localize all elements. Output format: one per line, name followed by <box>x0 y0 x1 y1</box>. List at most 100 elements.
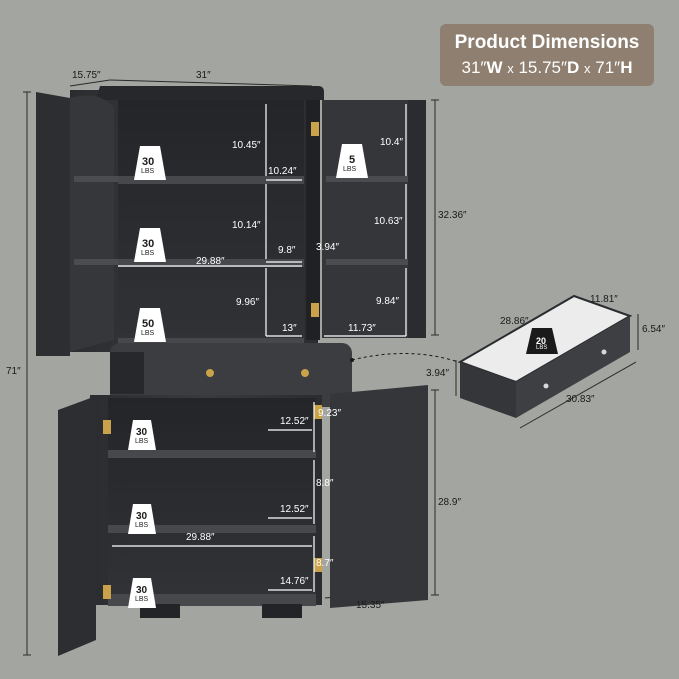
shelf-depth-label: 10.24″ <box>268 166 297 177</box>
door-shelf-height-label: 10.63″ <box>374 216 403 227</box>
upper-right-door-edge <box>408 100 426 338</box>
drawer-knob-icon <box>601 349 607 355</box>
drawer-depth-label: 11.81″ <box>590 294 618 305</box>
hinge-icon <box>311 122 319 136</box>
lower-shelf-depth-label: 14.76″ <box>280 576 309 587</box>
badge-depth-letter: D <box>567 58 580 77</box>
weight-value: 5 <box>349 154 356 166</box>
foot <box>262 604 302 618</box>
badge-heading: Product Dimensions <box>454 32 640 53</box>
overall-depth-label: 15.75″ <box>72 70 101 81</box>
drawer-detail-side <box>460 362 516 418</box>
lower-depth-label: 15.35″ <box>356 600 385 611</box>
weight-icon <box>134 146 166 180</box>
weight-icon <box>336 144 368 178</box>
drawer-side <box>110 352 144 394</box>
drawer-knob-icon <box>543 383 549 389</box>
lower-shelf-width-label: 29.88″ <box>186 532 215 543</box>
lower-door-height-label: 28.9″ <box>438 497 462 508</box>
badge-width-letter: W <box>486 58 503 77</box>
weight-value: 30 <box>136 585 148 596</box>
drawer-height-label: 6.54″ <box>642 324 666 335</box>
drawer-knob-icon <box>301 369 309 377</box>
upper-right-side <box>306 100 320 340</box>
drawer-knob-icon <box>206 369 214 377</box>
top-cap <box>96 86 324 100</box>
drawer-front-height-label: 3.94″ <box>426 368 450 379</box>
drawer-outer-width-label: 30.83″ <box>566 394 595 405</box>
lower-shelf-height-label: 9.23″ <box>318 408 342 419</box>
drawer-weight-unit: LBS <box>536 345 548 351</box>
door-shelf-height-label: 9.84″ <box>376 296 400 307</box>
lower-right-door <box>330 385 428 608</box>
drawer-leader-line <box>351 352 459 363</box>
right-door-shelf-2 <box>326 259 408 265</box>
weight-value: 30 <box>142 156 155 168</box>
upper-door-height-label: 32.36″ <box>438 210 467 221</box>
weight-unit: LBS <box>135 522 149 529</box>
weight-icon <box>134 228 166 262</box>
weight-unit: LBS <box>141 330 155 337</box>
weight-value: 30 <box>136 427 148 438</box>
weight-icon <box>128 578 156 608</box>
badge-dimensions: 31″W x 15.75″D x 71″H <box>440 58 654 78</box>
upper-left-door-inner <box>70 95 114 353</box>
badge-separator-2: x <box>584 61 591 76</box>
lower-shelf-height-label: 8.8″ <box>316 478 334 489</box>
weight-badges <box>128 144 368 608</box>
shelf-width-label: 29.88″ <box>196 256 225 267</box>
weight-unit: LBS <box>135 596 149 603</box>
badge-height-value: 71″ <box>595 58 621 77</box>
overall-height-label: 71″ <box>6 366 21 377</box>
shelf-height-label: 10.45″ <box>232 140 261 151</box>
upper-left-door <box>36 92 70 356</box>
left-door-shelf-2 <box>74 259 118 265</box>
weight-icon <box>128 420 156 450</box>
weight-unit: LBS <box>343 166 357 173</box>
weight-value: 50 <box>142 318 155 330</box>
weight-icon <box>128 504 156 534</box>
shelf-depth-label: 9.8″ <box>278 245 296 256</box>
weight-unit: LBS <box>141 168 155 175</box>
door-shelf-depth-label: 11.73″ <box>348 323 376 334</box>
hinge-icon <box>103 420 111 434</box>
door-shelf-height-label: 10.4″ <box>380 137 404 148</box>
left-door-shelf-1 <box>74 176 118 182</box>
weight-unit: LBS <box>135 438 149 445</box>
hinge-icon <box>314 558 322 572</box>
shelf-depth-label: 13″ <box>282 323 297 334</box>
overall-dimension-lines <box>23 79 439 656</box>
lower-base <box>108 594 316 606</box>
hinge-icon <box>311 303 319 317</box>
hinge-icon <box>103 585 111 599</box>
shelf-height-label: 10.14″ <box>232 220 261 231</box>
upper-shelf-1 <box>118 176 304 184</box>
weight-unit: LBS <box>141 250 155 257</box>
drawer-outer-width-line <box>519 361 637 429</box>
interior-dimension-lines <box>112 104 407 592</box>
upper-shelf-2 <box>118 259 304 267</box>
lower-left-door <box>58 396 96 656</box>
drawer-leader-dot <box>350 358 354 362</box>
lower-shelf-1 <box>108 450 316 458</box>
lower-shelf-depth-label: 12.52″ <box>280 416 309 427</box>
drawer-detail-front <box>516 316 630 418</box>
product-dimensions-badge: Product Dimensions 31″W x 15.75″D x 71″H <box>440 24 654 86</box>
upper-interior <box>118 100 304 345</box>
badge-separator-1: x <box>507 61 514 76</box>
weight-value: 30 <box>136 511 148 522</box>
lower-shelf-depth-label: 12.52″ <box>280 504 309 515</box>
badge-height-letter: H <box>620 58 633 77</box>
shelf-height-label: 9.96″ <box>236 297 260 308</box>
overall-width-label: 31″ <box>196 70 211 81</box>
hinge-icon <box>314 405 322 419</box>
weight-value: 30 <box>142 238 155 250</box>
right-door-shelf-1 <box>326 176 408 182</box>
lower-shelf-height-label: 8.7″ <box>316 558 334 569</box>
lower-shelf-2 <box>108 525 316 533</box>
weight-icon <box>134 308 166 342</box>
drawer-detail <box>350 294 639 429</box>
badge-depth-value: 15.75″ <box>518 58 568 77</box>
